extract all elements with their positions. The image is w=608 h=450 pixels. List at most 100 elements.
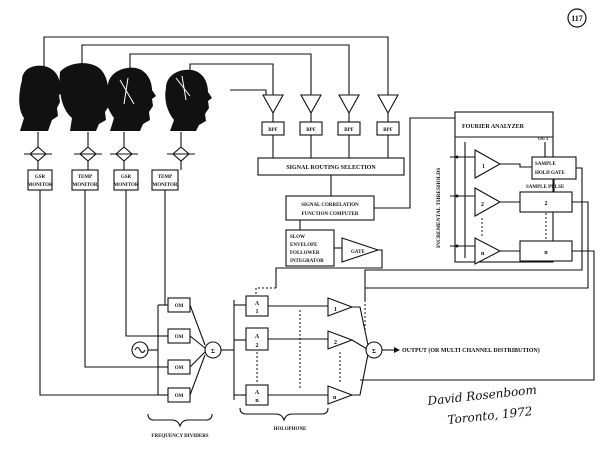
threshold-2: 2 <box>450 187 520 217</box>
amp-2: 2 <box>327 330 354 350</box>
electrode-3 <box>110 132 138 170</box>
holophone-channels: A 1 A 2 A n <box>245 287 328 406</box>
gsr-monitor-2: GSR MONITOR <box>113 169 139 191</box>
channel-a1-letter: A <box>255 301 260 307</box>
channel-a1-index: 1 <box>256 309 259 315</box>
om-1: OM <box>167 297 191 313</box>
channel-an: A n <box>245 384 269 406</box>
subject-heads <box>19 63 212 131</box>
fourier-out-label: OUT <box>538 137 550 142</box>
signal-routing-label: SIGNAL ROUTING SELECTION <box>286 165 376 171</box>
om-3-label: OM <box>175 366 184 371</box>
bpf-3-label: BPF <box>344 128 353 133</box>
monitors: GSR MONITOR TEMP MONITOR GSR MONITOR TEM… <box>27 169 179 191</box>
bandpass-filters: BPF BPF BPF BPF <box>261 94 400 158</box>
holophone-bracket: HOLOPHONE <box>239 407 329 432</box>
monitor-2-line-2: MONITOR <box>73 183 98 188</box>
summing-junction-2: Σ OUTPUT (OR MULTI CHANNEL DISTRIBUTION) <box>365 341 540 359</box>
page-number: 117 <box>571 14 583 23</box>
om-2-label: OM <box>175 335 184 340</box>
envelope-label-line-4: INTEGRATOR <box>290 259 324 264</box>
envelope-label-line-2: ENVELOPE <box>290 243 318 248</box>
head-silhouette-4 <box>165 69 212 131</box>
channel-an-index: n <box>255 398 259 404</box>
threshold-n: n <box>450 237 520 265</box>
monitor-1-line-2: MONITOR <box>28 183 53 188</box>
bpf-2-label: BPF <box>306 128 315 133</box>
monitor-4-line-2: MONITOR <box>153 183 178 188</box>
threshold-n-label: n <box>481 251 485 257</box>
bpf-channel-2: BPF <box>299 94 323 158</box>
electrode-1 <box>24 132 52 170</box>
monitor-3-line-1: GSR <box>121 175 132 180</box>
om-2: OM <box>167 328 191 344</box>
temp-monitor-1: TEMP MONITOR <box>71 169 99 191</box>
sample-box-n-label: n <box>544 250 548 256</box>
bpf-4-label: BPF <box>383 128 392 133</box>
correlation-label-line-1: SIGNAL CORRELATION <box>301 203 359 208</box>
temp-monitor-2: TEMP MONITOR <box>151 169 179 191</box>
channel-a1: A 1 <box>245 295 269 317</box>
monitor-4-line-1: TEMP <box>158 175 172 180</box>
channel-an-letter: A <box>255 390 260 396</box>
amp-1: 1 <box>327 297 354 317</box>
fourier-label: FOURIER ANALYZER <box>462 124 525 130</box>
electrode-4 <box>167 132 195 170</box>
monitor-1-line-1: GSR <box>35 175 46 180</box>
gate-label: GATE <box>351 250 365 255</box>
electrode-2 <box>74 132 102 170</box>
om-4-label: OM <box>175 394 184 399</box>
amp-n-label: n <box>333 395 337 401</box>
bpf-1-label: BPF <box>268 128 277 133</box>
gsr-monitor-1: GSR MONITOR <box>27 169 53 191</box>
sample-hold-line-1: SAMPLE <box>535 162 557 167</box>
sample-box-2-label: 2 <box>545 201 548 207</box>
bpf-channel-4: BPF <box>376 94 400 158</box>
head-silhouette-2 <box>59 63 112 131</box>
signature: David Rosenboom Toronto, 1972 <box>426 383 538 427</box>
om-4: OM <box>167 387 191 403</box>
signal-routing-selection: SIGNAL ROUTING SELECTION <box>257 157 405 196</box>
channel-a2-letter: A <box>255 334 260 340</box>
fourier-analyzer: FOURIER ANALYZER OUT <box>454 111 554 263</box>
incremental-thresholds-label: INCREMENTAL THRESHOLDS <box>436 168 442 248</box>
sum-2-symbol: Σ <box>372 349 376 355</box>
bpf-channel-3: BPF <box>337 94 361 158</box>
sample-hold-line-2: HOLD GATE <box>535 171 565 176</box>
frequency-dividers: OM OM OM OM FREQUENCY DIVIDERS <box>131 297 213 439</box>
correlation-computer: SIGNAL CORRELATION FUNCTION COMPUTER <box>285 117 455 230</box>
monitor-output-lines <box>39 190 168 396</box>
frequency-dividers-label: FREQUENCY DIVIDERS <box>151 434 208 439</box>
gate: GATE <box>275 237 383 288</box>
electrode-sensors <box>24 132 195 170</box>
threshold-1: 1 <box>450 149 532 179</box>
threshold-2-label: 2 <box>481 202 484 208</box>
envelope-label-line-3: FOLLOWER <box>290 251 320 256</box>
signature-name: David Rosenboom <box>426 383 538 408</box>
amp-n: n <box>327 385 354 405</box>
sample-hold-section: SAMPLE HOLD GATE SAMPLE PULSE 2 n <box>360 156 595 381</box>
channel-a2-index: 2 <box>256 343 259 349</box>
amp-2-label: 2 <box>334 340 337 346</box>
page-number-badge: 117 <box>567 8 587 28</box>
summing-junction-1: Σ <box>204 300 246 400</box>
om-3: OM <box>167 359 191 375</box>
signature-place-date: Toronto, 1972 <box>447 404 533 427</box>
monitor-3-line-2: MONITOR <box>114 183 139 188</box>
sum-1-symbol: Σ <box>211 349 215 355</box>
om-1-label: OM <box>175 304 184 309</box>
output-amplifiers: 1 2 n <box>327 288 369 405</box>
threshold-comparators: 1 2 n <box>450 149 532 265</box>
output-label: OUTPUT (OR MULTI CHANNEL DISTRIBUTION) <box>402 347 540 354</box>
amp-1-label: 1 <box>334 307 337 313</box>
bpf-channel-1: BPF <box>261 94 285 158</box>
threshold-1-label: 1 <box>482 164 485 170</box>
correlation-label-line-2: FUNCTION COMPUTER <box>301 212 358 217</box>
sample-pulse-label: SAMPLE PULSE <box>526 185 565 190</box>
envelope-follower: SLOW ENVELOPE FOLLOWER INTEGRATOR <box>285 229 342 267</box>
holophone-label: HOLOPHONE <box>274 427 307 432</box>
head-silhouette-1 <box>19 65 63 131</box>
monitor-2-line-1: TEMP <box>78 175 92 180</box>
envelope-label-line-1: SLOW <box>290 235 305 240</box>
